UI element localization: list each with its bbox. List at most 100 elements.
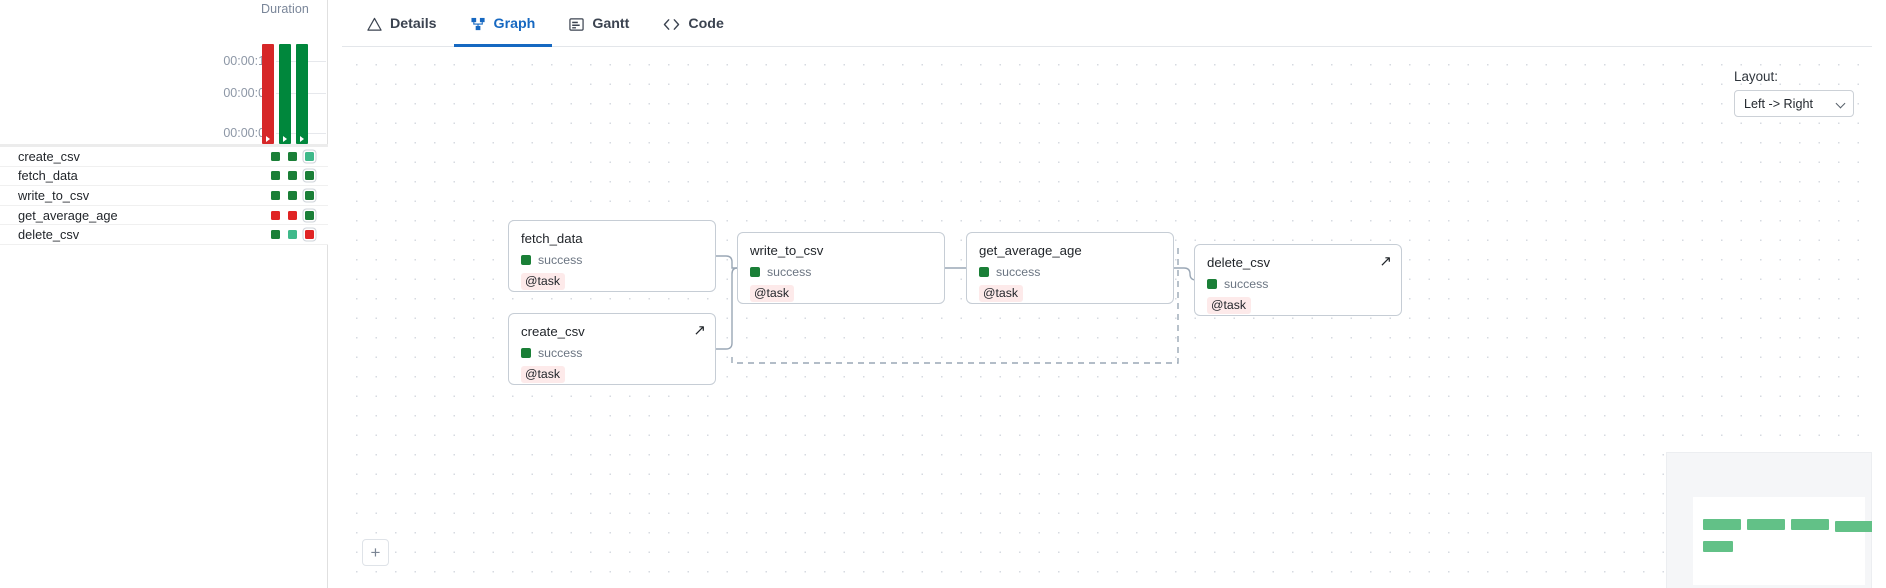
task-state-square[interactable] — [305, 210, 314, 220]
task-row-label: create_csv — [18, 148, 80, 164]
duration-header-label: Duration — [260, 2, 309, 16]
open-external-arrow-icon[interactable]: ↗ — [693, 322, 706, 339]
task-row[interactable]: fetch_data — [0, 166, 328, 187]
status-square-icon — [979, 267, 989, 277]
task-state-square[interactable] — [271, 230, 280, 240]
graph-minimap[interactable] — [1666, 452, 1872, 588]
duration-bar-segment — [296, 44, 308, 144]
run-bar-3[interactable] — [296, 44, 308, 144]
tab-code[interactable]: Code — [646, 16, 740, 47]
chevron-down-icon — [1837, 99, 1846, 108]
dag-detail-panel: Details Graph Gantt Code Layout: Left -> Ri… — [328, 0, 1886, 588]
tab-label: Graph — [493, 16, 536, 32]
task-state-squares — [271, 186, 314, 205]
task-instance-list: create_csv fetch_data write_to_csv get_aver… — [0, 147, 328, 245]
task-state-square[interactable] — [288, 171, 297, 181]
run-bar-2[interactable] — [279, 44, 291, 144]
tab-gantt[interactable]: Gantt — [552, 16, 646, 47]
warning-triangle-icon — [367, 17, 382, 32]
graph-node-operator-tag: @task — [979, 285, 1024, 302]
duration-bar-segment — [279, 44, 291, 144]
status-square-icon — [1207, 279, 1217, 289]
tab-details[interactable]: Details — [350, 16, 454, 47]
task-state-square[interactable] — [271, 190, 280, 200]
gantt-chart-icon — [569, 17, 584, 32]
duration-bar-segment — [262, 44, 274, 144]
graph-node-title: get_average_age — [979, 243, 1082, 258]
task-row-label: fetch_data — [18, 168, 78, 184]
graph-nodes-icon — [471, 17, 486, 32]
task-row[interactable]: get_average_age — [0, 205, 328, 226]
task-state-squares — [271, 147, 314, 166]
task-state-squares — [271, 167, 314, 186]
task-row[interactable]: write_to_csv — [0, 186, 328, 206]
minimap-node — [1791, 519, 1829, 530]
task-state-square[interactable] — [305, 230, 314, 240]
graph-node-state: success — [1207, 277, 1389, 291]
axis-tick-label-2: 00:00:00 — [223, 126, 272, 140]
task-row[interactable]: delete_csv — [0, 225, 328, 245]
graph-node-title: fetch_data — [521, 231, 583, 246]
graph-node-title: write_to_csv — [750, 243, 824, 258]
graph-node-state-label: success — [996, 265, 1041, 279]
task-state-square[interactable] — [288, 151, 297, 161]
task-state-square[interactable] — [271, 210, 280, 220]
graph-node-operator-tag: @task — [1207, 297, 1252, 314]
tab-label: Details — [390, 16, 437, 32]
graph-node-state: success — [979, 265, 1161, 279]
code-brackets-icon — [663, 17, 680, 32]
run-bar-1[interactable] — [262, 44, 274, 144]
tab-graph[interactable]: Graph — [453, 16, 553, 47]
task-state-squares — [271, 225, 314, 244]
task-state-square[interactable] — [288, 190, 297, 200]
zoom-in-button[interactable]: + — [362, 539, 389, 566]
minimap-viewport — [1693, 497, 1872, 585]
layout-select[interactable]: Left -> Right — [1734, 90, 1854, 117]
graph-node-state-label: success — [538, 346, 583, 360]
graph-node-operator-tag: @task — [750, 285, 795, 302]
task-state-square[interactable] — [271, 171, 280, 181]
task-row[interactable]: create_csv — [0, 147, 328, 167]
task-state-square[interactable] — [305, 151, 314, 161]
tab-label: Gantt — [592, 16, 630, 32]
axis-tick-label-0: 00:00:14 — [223, 54, 272, 68]
graph-node-title: delete_csv — [1207, 255, 1271, 270]
duration-bars — [262, 26, 314, 144]
graph-node-state: success — [521, 346, 703, 360]
task-state-squares — [271, 206, 314, 225]
task-state-square[interactable] — [305, 190, 314, 200]
graph-node-state-label: success — [1224, 277, 1269, 291]
minimap-node — [1703, 519, 1741, 530]
layout-control: Layout: Left -> Right — [1734, 69, 1854, 117]
detail-tabbar: Details Graph Gantt Code — [342, 0, 1872, 47]
panel-divider — [0, 144, 328, 147]
minimap-node — [1747, 519, 1785, 530]
layout-select-value: Left -> Right — [1744, 96, 1813, 111]
task-row-label: write_to_csv — [18, 187, 90, 203]
task-state-square[interactable] — [288, 230, 297, 240]
task-state-square[interactable] — [288, 210, 297, 220]
task-row-label: get_average_age — [18, 207, 118, 223]
task-state-square[interactable] — [271, 151, 280, 161]
minimap-node — [1703, 541, 1733, 552]
task-state-square[interactable] — [305, 171, 314, 181]
axis-tick-label-1: 00:00:07 — [223, 86, 272, 100]
tab-label: Code — [688, 16, 724, 32]
graph-node-operator-tag: @task — [521, 273, 566, 290]
graph-node-operator-tag: @task — [521, 366, 566, 383]
duration-bar-chart: 00:00:14 00:00:07 00:00:00 — [0, 26, 328, 144]
graph-node-state: success — [521, 253, 703, 267]
graph-node-state-label: success — [767, 265, 812, 279]
status-square-icon — [521, 348, 531, 358]
run-duration-panel: Duration 00:00:14 00:00:07 00:00:00 crea… — [0, 0, 328, 588]
status-square-icon — [521, 255, 531, 265]
status-square-icon — [750, 267, 760, 277]
open-external-arrow-icon[interactable]: ↗ — [1379, 253, 1392, 270]
